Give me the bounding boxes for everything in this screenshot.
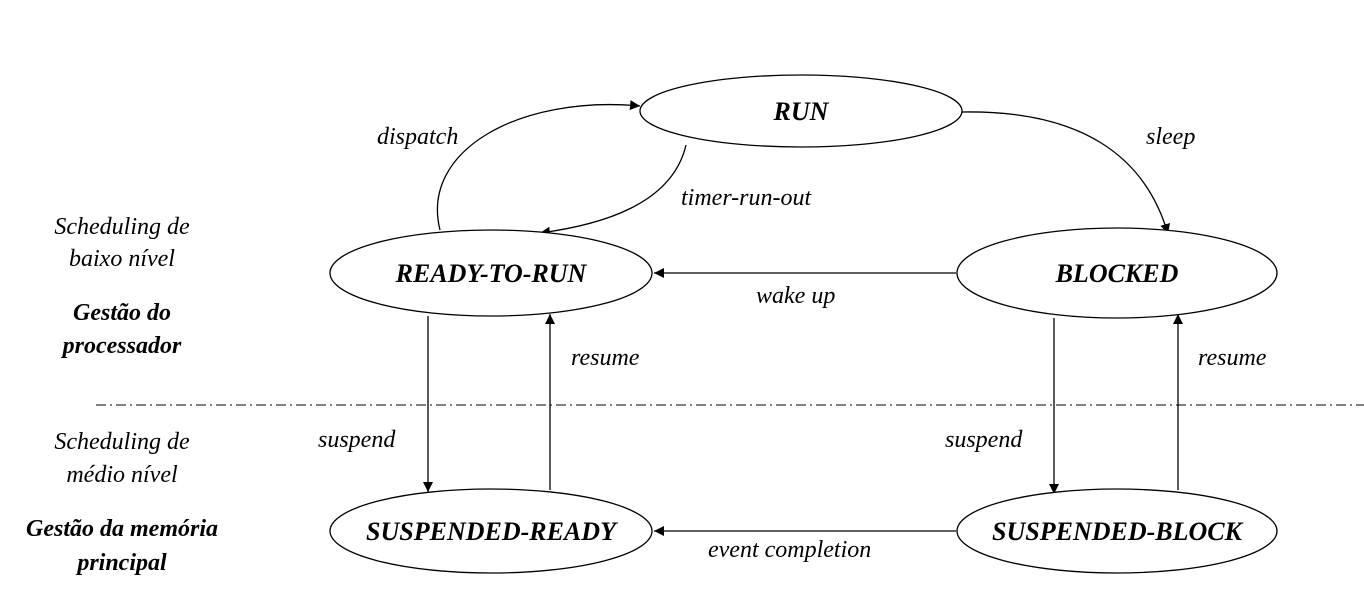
side-memory-line1: Gestão da memória [26,516,218,542]
state-blocked: BLOCKED [956,227,1278,319]
label-sleep: sleep [1146,124,1195,150]
label-dispatch: dispatch [377,124,458,150]
label-resume-right: resume [1198,345,1267,371]
side-memory-line2: principal [75,550,167,576]
side-low-level-line1: Scheduling de [54,214,190,240]
edge-sleep [961,111,1170,235]
state-run-label: RUN [773,97,830,126]
state-run: RUN [639,74,963,148]
label-timer-run-out: timer-run-out [681,185,813,211]
state-suspended-block-label: SUSPENDED-BLOCK [992,517,1244,546]
state-suspended-block: SUSPENDED-BLOCK [956,488,1278,574]
side-processor-line1: Gestão do [73,300,171,326]
edge-dispatch [436,100,641,231]
label-event-completion: event completion [708,537,871,563]
label-suspend-right: suspend [945,427,1023,453]
state-suspended-ready-label: SUSPENDED-READY [366,517,618,546]
state-blocked-label: BLOCKED [1055,259,1179,288]
state-suspended-ready: SUSPENDED-READY [329,488,653,574]
side-mid-level-line1: Scheduling de [54,429,190,455]
label-wake-up: wake up [756,283,835,309]
state-ready-to-run-label: READY-TO-RUN [395,259,588,288]
edge-timer-run-out [539,144,687,237]
side-low-level-line2: baixo nível [69,246,175,272]
side-mid-level-line2: médio nível [66,462,178,488]
label-resume-left: resume [571,345,640,371]
state-ready-to-run: READY-TO-RUN [329,229,653,317]
side-processor-line2: processador [61,333,182,359]
label-suspend-left: suspend [318,427,396,453]
